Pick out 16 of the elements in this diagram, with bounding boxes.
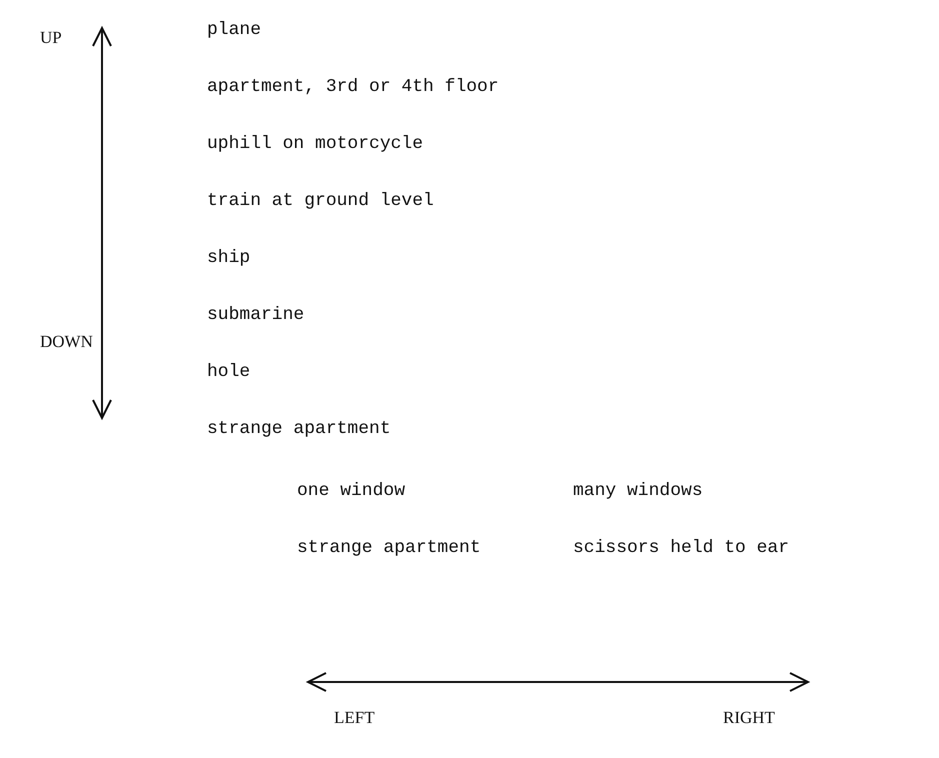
list-item: strange apartment (207, 418, 391, 440)
direction-label: UP (40, 27, 62, 49)
direction-label: RIGHT (723, 707, 775, 729)
list-item: scissors held to ear (573, 537, 790, 559)
list-item: many windows (573, 480, 703, 502)
direction-label: DOWN (40, 331, 93, 353)
list-item: apartment, 3rd or 4th floor (207, 76, 499, 98)
list-item: uphill on motorcycle (207, 133, 424, 155)
list-item: hole (207, 361, 250, 383)
list-item: train at ground level (207, 190, 434, 212)
list-item: ship (207, 247, 250, 269)
list-item: one window (297, 480, 406, 502)
list-item: plane (207, 19, 262, 41)
list-item: submarine (207, 304, 304, 326)
direction-label: LEFT (334, 707, 375, 729)
list-item: strange apartment (297, 537, 481, 559)
